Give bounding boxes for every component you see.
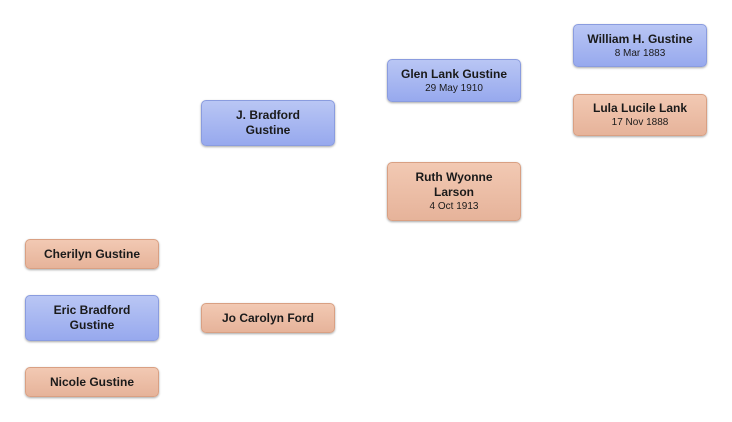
person-name: Cherilyn Gustine (43, 246, 141, 261)
person-card-j-bradford-gustine[interactable]: J. Bradford Gustine (201, 100, 335, 146)
person-birth-date: 8 Mar 1883 (614, 47, 666, 59)
person-birth-date: 17 Nov 1888 (611, 117, 669, 128)
person-card-ruth-wyonne-larson[interactable]: Ruth Wyonne Larson 4 Oct 1913 (387, 162, 521, 221)
person-name: Lula Lucile Lank (592, 101, 688, 115)
person-card-eric-bradford-gustine[interactable]: Eric Bradford Gustine (25, 295, 159, 341)
person-name: William H. Gustine (587, 31, 693, 46)
person-name: Ruth Wyonne Larson (415, 170, 493, 199)
person-card-nicole-gustine[interactable]: Nicole Gustine (25, 367, 159, 397)
person-name: Nicole Gustine (49, 374, 135, 389)
person-card-lula-lucile-lank[interactable]: Lula Lucile Lank 17 Nov 1888 (573, 94, 707, 136)
person-card-jo-carolyn-ford[interactable]: Jo Carolyn Ford (201, 303, 335, 333)
person-card-cherilyn-gustine[interactable]: Cherilyn Gustine (25, 239, 159, 269)
person-name: J. Bradford Gustine (235, 108, 300, 137)
person-birth-date: 29 May 1910 (425, 82, 483, 94)
person-name: Glen Lank Gustine (400, 66, 508, 81)
person-name: Jo Carolyn Ford (221, 310, 314, 325)
person-card-glen-lank-gustine[interactable]: Glen Lank Gustine 29 May 1910 (387, 59, 521, 102)
person-name: Eric Bradford Gustine (53, 303, 131, 332)
person-card-william-h-gustine[interactable]: William H. Gustine 8 Mar 1883 (573, 24, 707, 67)
person-birth-date: 4 Oct 1913 (429, 201, 479, 212)
